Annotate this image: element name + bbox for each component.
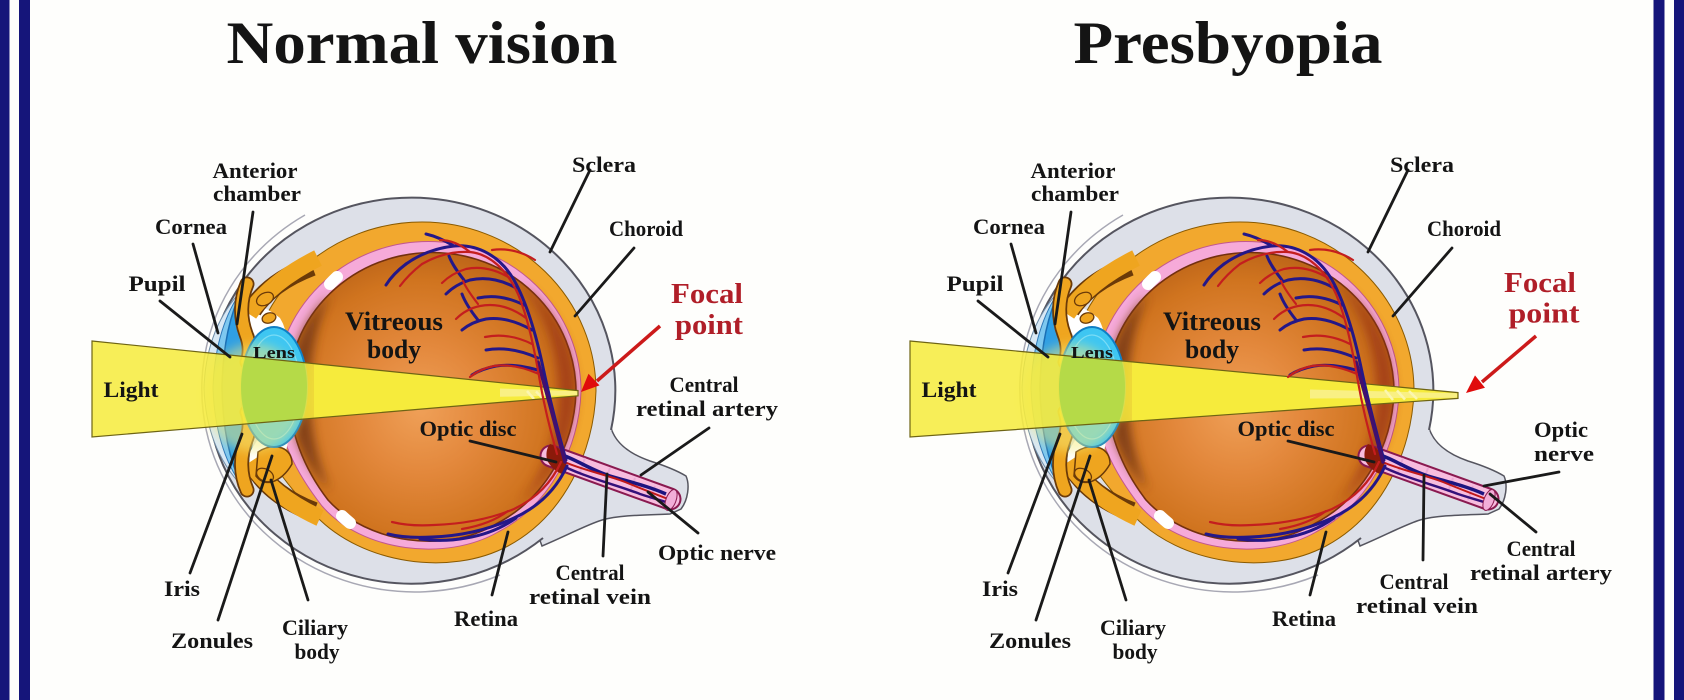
svg-text:Focal: Focal bbox=[1504, 268, 1576, 299]
svg-text:retinal artery: retinal artery bbox=[636, 396, 778, 421]
svg-text:Optic nerve: Optic nerve bbox=[658, 540, 776, 565]
svg-text:retinal vein: retinal vein bbox=[1356, 593, 1478, 618]
svg-text:Central: Central bbox=[1380, 569, 1449, 594]
svg-text:point: point bbox=[675, 310, 744, 341]
svg-text:retinal artery: retinal artery bbox=[1470, 560, 1612, 585]
svg-text:Central: Central bbox=[1507, 536, 1576, 561]
svg-text:point: point bbox=[1509, 299, 1581, 330]
svg-text:nerve: nerve bbox=[1534, 441, 1594, 466]
svg-text:Central: Central bbox=[556, 560, 625, 585]
svg-text:Presbyopia: Presbyopia bbox=[1074, 10, 1383, 76]
svg-text:Optic: Optic bbox=[1534, 417, 1588, 442]
svg-text:Focal: Focal bbox=[671, 279, 743, 310]
svg-text:Normal vision: Normal vision bbox=[227, 10, 618, 76]
svg-text:Central: Central bbox=[670, 372, 739, 397]
svg-text:retinal vein: retinal vein bbox=[529, 584, 651, 609]
